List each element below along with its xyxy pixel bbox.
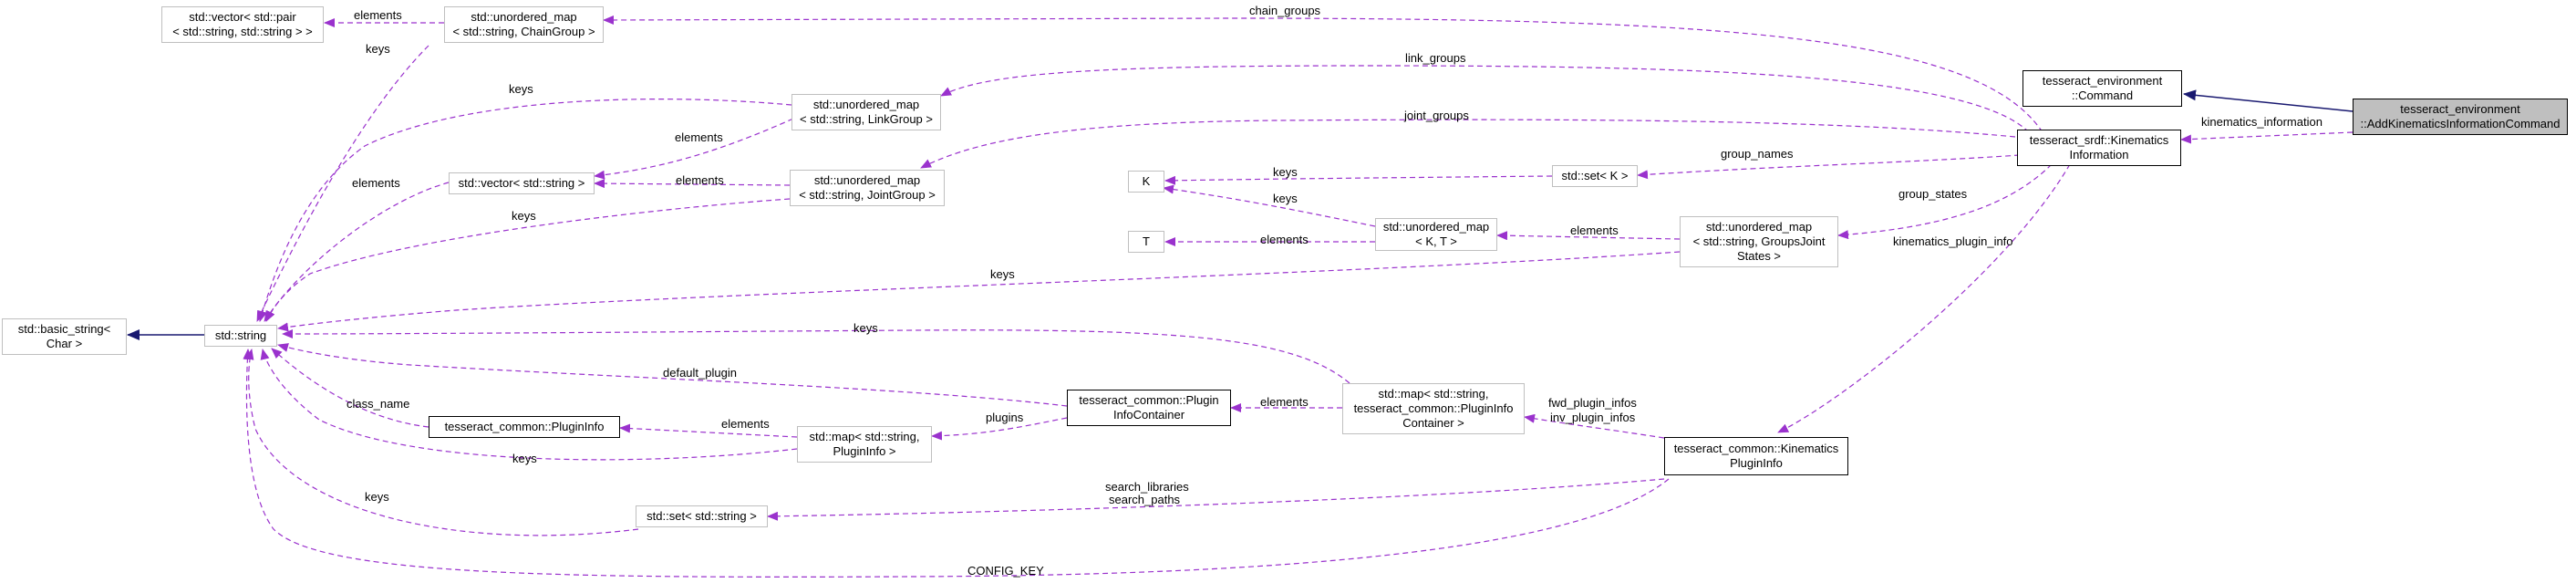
node-vector-pair[interactable]: std::vector< std::pair < std::string, st… (161, 6, 324, 43)
edge-joint-groups (920, 119, 2016, 169)
node-basic-string[interactable]: std::basic_string< Char > (2, 318, 127, 355)
label-search-libraries: search_libraries (1105, 480, 1189, 494)
node-unordered-map-groups-joint-states[interactable]: std::unordered_map < std::string, Groups… (1680, 216, 1838, 267)
label-elements-pic: elements (1260, 395, 1309, 409)
label-class-name: class_name (347, 397, 409, 411)
node-map-plugin-info[interactable]: std::map< std::string, PluginInfo > (797, 426, 932, 463)
label-fwd-plugin-infos: fwd_plugin_infos (1548, 396, 1637, 410)
label-elements-vec: elements (352, 176, 400, 190)
node-add-kinematics-information-command[interactable]: tesseract_environment ::AddKinematicsInf… (2353, 99, 2568, 135)
edge-group-states (1837, 163, 2053, 240)
label-search-paths: search_paths (1109, 493, 1181, 506)
node-vector-string[interactable]: std::vector< std::string > (449, 172, 595, 194)
edge-keys-mappi (260, 349, 798, 461)
label-chain-groups: chain_groups (1249, 4, 1321, 17)
edge-keys-setk (1164, 175, 1553, 185)
edge-elements-vec (264, 182, 450, 322)
edge-keys-mappic (282, 328, 1350, 384)
node-string[interactable]: std::string (204, 325, 277, 347)
edge-keys-setstr (244, 349, 639, 536)
node-map-plugin-info-container[interactable]: std::map< std::string, tesseract_common:… (1342, 383, 1525, 434)
node-kinematics-plugin-info[interactable]: tesseract_common::Kinematics PluginInfo (1664, 437, 1848, 475)
label-elements-chain: elements (354, 8, 402, 22)
label-link-groups: link_groups (1405, 51, 1466, 65)
edge-plugins (931, 417, 1068, 441)
edge-keys-umkt (1163, 184, 1376, 227)
node-unordered-map-chain-group[interactable]: std::unordered_map < std::string, ChainG… (444, 6, 604, 43)
node-plugin-info[interactable]: tesseract_common::PluginInfo (429, 416, 620, 438)
edge-fwd-inv-plugin-infos (1524, 413, 1665, 439)
label-keys-umkt: keys (1273, 192, 1298, 205)
node-k[interactable]: K (1128, 171, 1164, 193)
label-config-key: CONFIG_KEY (967, 564, 1044, 578)
edge-chain-groups (603, 15, 2043, 133)
edge-elements-link (594, 118, 794, 180)
node-set-k[interactable]: std::set< K > (1552, 165, 1638, 187)
label-elements-mappi: elements (721, 417, 770, 431)
edge-elements-joint (594, 179, 791, 189)
node-kinematics-information[interactable]: tesseract_srdf::Kinematics Information (2017, 130, 2181, 166)
label-group-names: group_names (1721, 147, 1794, 161)
edge-config-key (243, 349, 1670, 578)
node-unordered-map-joint-group[interactable]: std::unordered_map < std::string, JointG… (790, 170, 945, 206)
edge-keys-chain (256, 45, 429, 322)
label-keys-joint: keys (512, 209, 536, 223)
node-unordered-map-link-group[interactable]: std::unordered_map < std::string, LinkGr… (791, 94, 941, 130)
edge-inherit-command (2183, 89, 2354, 112)
label-keys-setk: keys (1273, 165, 1298, 179)
edge-keys-joint (265, 198, 791, 322)
label-group-states: group_states (1898, 187, 1968, 201)
edge-search (767, 478, 1665, 521)
label-keys-setstr: keys (365, 490, 389, 504)
label-default-plugin: default_plugin (663, 366, 737, 380)
label-joint-groups: joint_groups (1403, 109, 1469, 122)
label-inv-plugin-infos: inv_plugin_infos (1550, 411, 1636, 424)
label-elements-link: elements (675, 130, 723, 144)
edge-default-plugin (277, 343, 1068, 407)
edge-kinematics-plugin-info (1777, 163, 2071, 433)
edge-group-names (1637, 154, 2021, 180)
label-keys-groups: keys (990, 267, 1015, 281)
label-kinematics-plugin-info: kinematics_plugin_info (1893, 234, 2013, 248)
node-unordered-map-k-t[interactable]: std::unordered_map < K, T > (1375, 218, 1497, 251)
label-elements-umkt: elements (1260, 233, 1309, 246)
label-keys-link: keys (509, 82, 533, 96)
label-elements-joint: elements (676, 173, 724, 187)
edge-elements-mappi (619, 423, 798, 438)
node-set-string[interactable]: std::set< std::string > (636, 505, 768, 527)
edge-elements-groups (1496, 231, 1681, 241)
edge-kinematics-information (2180, 131, 2354, 144)
node-command[interactable]: tesseract_environment ::Command (2023, 70, 2182, 107)
edge-keys-link (258, 99, 792, 322)
label-plugins: plugins (986, 411, 1024, 424)
label-kinematics-information: kinematics_information (2201, 115, 2323, 129)
label-keys-mappi: keys (512, 452, 537, 465)
node-t[interactable]: T (1128, 231, 1164, 253)
edge-keys-groups (277, 251, 1681, 332)
label-elements-groups: elements (1570, 224, 1619, 237)
edge-class-name (271, 348, 429, 428)
label-keys-chain: keys (366, 42, 390, 56)
label-keys-mappic: keys (853, 321, 878, 335)
edge-link-groups (940, 65, 2030, 133)
node-plugin-info-container[interactable]: tesseract_common::Plugin InfoContainer (1067, 390, 1231, 426)
